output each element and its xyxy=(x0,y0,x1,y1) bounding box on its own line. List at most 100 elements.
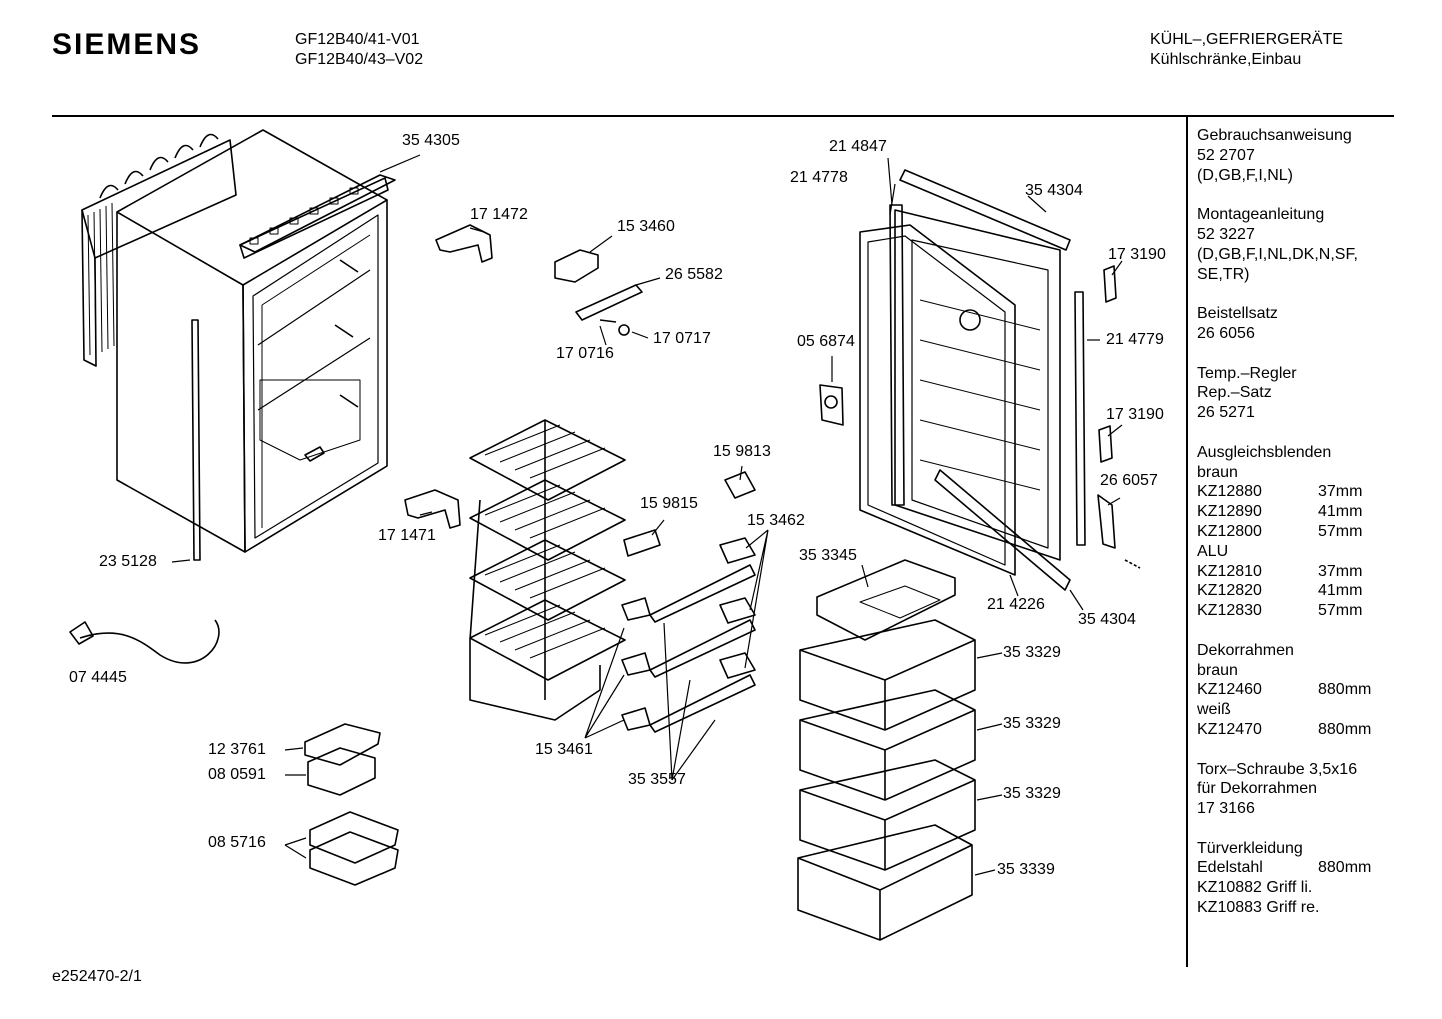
spec-code: KZ12890 xyxy=(1197,503,1262,521)
part-label: 17 3190 xyxy=(1108,246,1166,263)
sidebar-text: braun xyxy=(1197,661,1238,679)
part-label: 21 4847 xyxy=(829,138,887,155)
sidebar-text: Dekorrahmen xyxy=(1197,641,1294,659)
screw xyxy=(599,319,617,323)
sidebar-spec-row: KZ12810 37mm xyxy=(1197,562,1387,582)
spec-code: KZ12820 xyxy=(1197,582,1262,600)
part-label: 15 9815 xyxy=(640,495,698,512)
spec-code: KZ12460 xyxy=(1197,681,1262,699)
cold-pack-2 xyxy=(309,831,399,886)
spec-size: 57mm xyxy=(1318,602,1363,620)
knob xyxy=(618,324,630,336)
part-label: 17 1471 xyxy=(378,527,436,544)
part-label: 26 5582 xyxy=(665,266,723,283)
exploded-parts-drawing xyxy=(69,129,1141,941)
sidebar-text: 26 6056 xyxy=(1197,324,1255,342)
spec-code: KZ12880 xyxy=(1197,483,1262,501)
sidebar-text: ALU xyxy=(1197,542,1229,560)
brand-logo: SIEMENS xyxy=(52,28,202,61)
part-label: 35 4304 xyxy=(1078,611,1136,628)
ice-box xyxy=(307,747,376,796)
part-label: 12 3761 xyxy=(208,741,266,758)
sidebar-spec-row: KZ12460 880mm xyxy=(1197,680,1387,700)
part-label: 05 6874 xyxy=(797,333,855,350)
sidebar-text: 52 3227 xyxy=(1197,225,1255,243)
category-title: KÜHL–,GEFRIERGERÄTE xyxy=(1150,31,1343,48)
sidebar-text: Rep.–Satz xyxy=(1197,384,1272,402)
sidebar-spec-row: KZ12800 57mm xyxy=(1197,522,1387,542)
top-rail xyxy=(239,174,396,253)
part-label: 21 4779 xyxy=(1106,331,1164,348)
spec-code: KZ12800 xyxy=(1197,522,1262,540)
cold-pack-1 xyxy=(309,811,399,864)
spec-size: 41mm xyxy=(1318,503,1363,521)
sidebar-text: Montageanleitung xyxy=(1197,206,1325,224)
sidebar-text: 52 2707 xyxy=(1197,146,1255,164)
sidebar-text: weiß xyxy=(1197,701,1231,719)
part-label: 17 0716 xyxy=(556,345,614,362)
category-subtitle: Kühlschränke,Einbau xyxy=(1150,51,1302,68)
part-label: 07 4445 xyxy=(69,669,127,686)
door xyxy=(859,169,1141,591)
sidebar-spec-row: Edelstahl 880mm xyxy=(1197,858,1387,878)
header-divider xyxy=(52,115,1394,117)
sidebar-text: Beistellsatz xyxy=(1197,305,1278,323)
part-label: 26 6057 xyxy=(1100,472,1158,489)
cabinet-seal-strip xyxy=(191,319,201,561)
model-number-2: GF12B40/43–V02 xyxy=(295,51,424,68)
sidebar-text: KZ10883 Griff re. xyxy=(1197,899,1320,917)
sidebar-text: Gebrauchsanweisung xyxy=(1197,127,1352,144)
sidebar-text: für Dekorrahmen xyxy=(1197,780,1318,798)
sidebar-divider xyxy=(1186,117,1188,967)
control-panel-strip xyxy=(575,284,643,321)
power-cord xyxy=(79,619,220,664)
part-label: 35 3329 xyxy=(1003,785,1061,802)
part-label: 17 3190 xyxy=(1106,406,1164,423)
part-label: 21 4226 xyxy=(987,596,1045,613)
leader-lines xyxy=(171,154,1123,876)
spec-size: 880mm xyxy=(1318,859,1372,877)
sidebar-text: Torx–Schraube 3,5x16 xyxy=(1197,760,1358,778)
sidebar-text: (D,GB,F,I,NL,DK,N,SF, xyxy=(1197,245,1358,263)
part-label: 35 3339 xyxy=(997,861,1055,878)
spec-size: 57mm xyxy=(1318,522,1363,540)
sidebar-text: KZ10882 Griff li. xyxy=(1197,879,1313,897)
spec-code: KZ12810 xyxy=(1197,562,1262,580)
spec-size: 880mm xyxy=(1318,681,1372,699)
sidebar-text: SE,TR) xyxy=(1197,265,1250,283)
part-label: 35 3345 xyxy=(799,547,857,564)
sidebar-spec-row: KZ12880 37mm xyxy=(1197,482,1387,502)
sidebar-text: 26 5271 xyxy=(1197,404,1255,422)
sidebar-spec-row: KZ12830 57mm xyxy=(1197,601,1387,621)
condenser-coil xyxy=(81,133,237,367)
sidebar-text: (D,GB,F,I,NL) xyxy=(1197,166,1294,184)
part-label: 08 0591 xyxy=(208,766,266,783)
ice-tray xyxy=(304,723,381,766)
drawing-code: e252470-2/1 xyxy=(52,968,142,985)
sidebar-text: Türverkleidung xyxy=(1197,839,1303,857)
part-label: 15 3462 xyxy=(747,512,805,529)
part-label: 15 3460 xyxy=(617,218,675,235)
part-label: 17 1472 xyxy=(470,206,528,223)
part-label: 23 5128 xyxy=(99,553,157,570)
hinge-bottom xyxy=(404,489,461,529)
spec-size: 41mm xyxy=(1318,582,1363,600)
part-label: 15 9813 xyxy=(713,443,771,460)
sidebar-text: Temp.–Regler xyxy=(1197,364,1297,382)
sidebar-spec-row: KZ12890 41mm xyxy=(1197,502,1387,522)
spec-size: 880mm xyxy=(1318,720,1372,738)
shelf-supports xyxy=(621,471,756,733)
control-box xyxy=(554,249,599,283)
part-label: 35 4305 xyxy=(402,132,460,149)
part-label: 35 3557 xyxy=(628,771,686,788)
spec-code: KZ12830 xyxy=(1197,602,1262,620)
sidebar-text: Ausgleichsblenden xyxy=(1197,443,1332,461)
spec-code: Edelstahl xyxy=(1197,859,1263,877)
hinge-top xyxy=(435,224,493,263)
drawers xyxy=(797,559,976,941)
spec-size: 37mm xyxy=(1318,562,1363,580)
accessories-sidebar: Gebrauchsanweisung 52 2707 (D,GB,F,I,NL)… xyxy=(1197,126,1387,918)
spec-size: 37mm xyxy=(1318,483,1363,501)
model-number-1: GF12B40/41-V01 xyxy=(295,31,420,48)
